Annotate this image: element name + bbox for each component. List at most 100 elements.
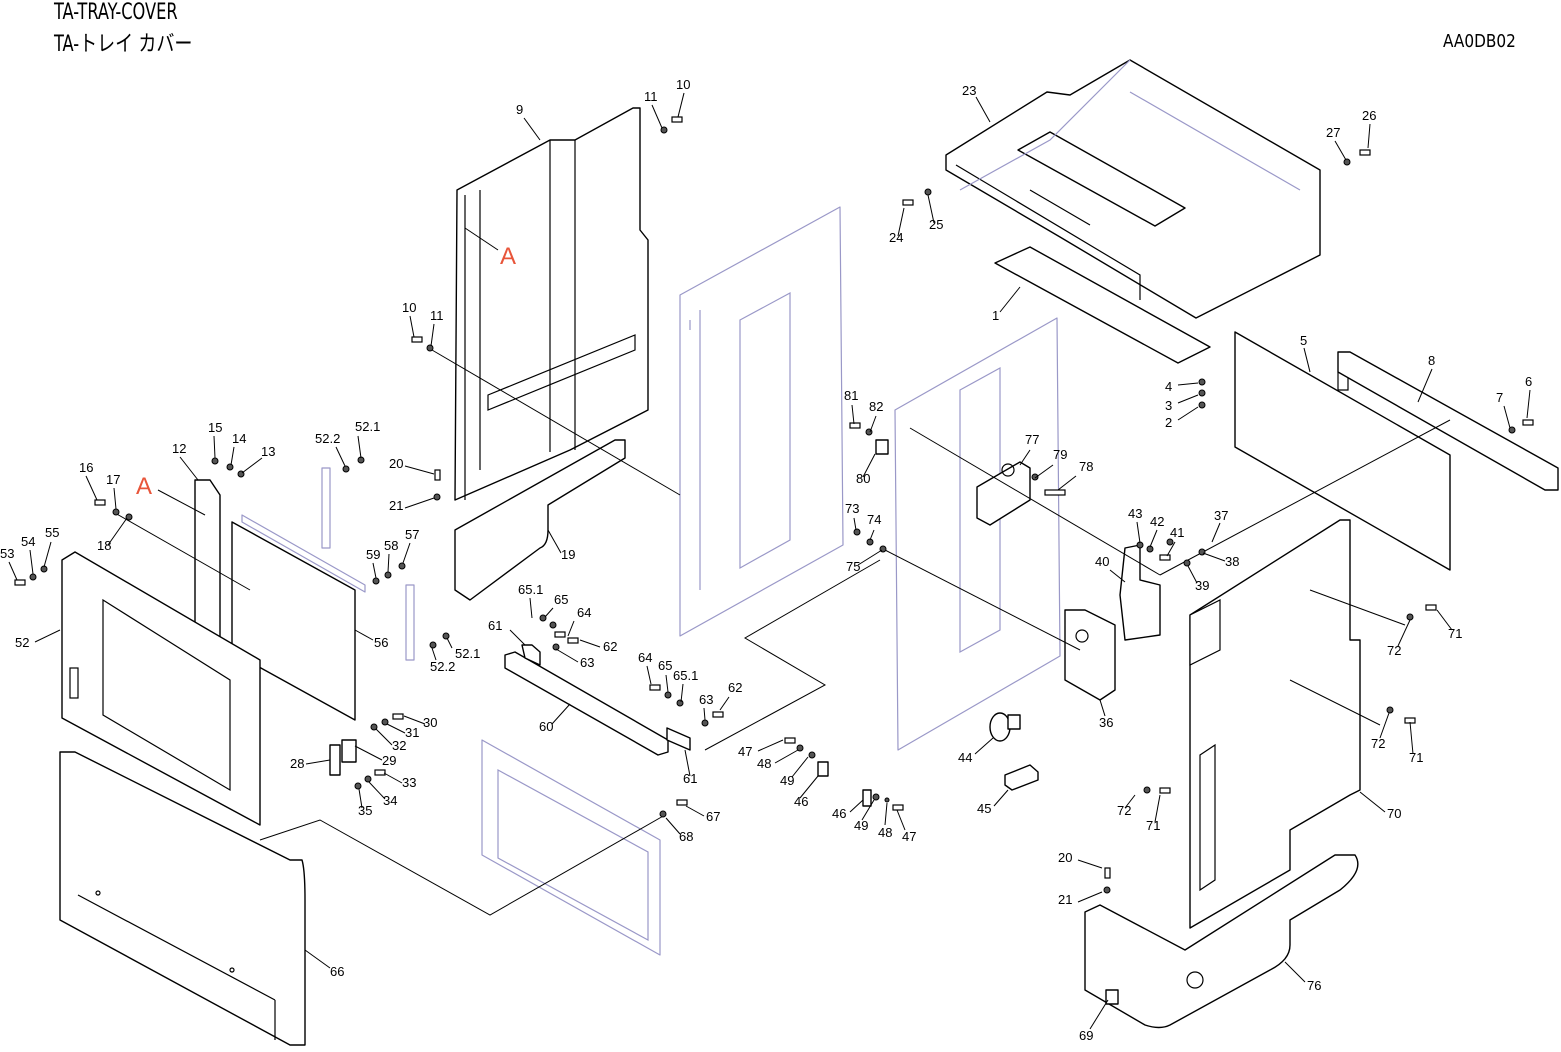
callout-label: 7 xyxy=(1496,390,1503,405)
callout-label: 48 xyxy=(757,756,771,771)
callout-34: 34 xyxy=(368,781,397,808)
callout-label: 18 xyxy=(97,538,111,553)
callout-leader-line xyxy=(213,435,216,459)
callout-label: 61 xyxy=(683,771,697,786)
part-45-switch xyxy=(1004,764,1039,791)
callout-75: 75 xyxy=(846,549,883,574)
part-61-bracket-left xyxy=(521,644,541,666)
callout-leader-line xyxy=(544,607,554,618)
callout-leader-line xyxy=(354,745,383,761)
callout-label: 8 xyxy=(1428,353,1435,368)
callout-leader-line xyxy=(974,737,994,755)
callout-label: 4 xyxy=(1165,379,1172,394)
callout-59: 59 xyxy=(366,547,380,579)
callout-leader-line xyxy=(43,541,52,568)
callout-leader-line xyxy=(869,415,877,433)
callout-label: 30 xyxy=(423,715,437,730)
callout-48: 48 xyxy=(878,802,892,840)
callout-label: 61 xyxy=(488,618,502,633)
callout-11: 11 xyxy=(644,89,663,129)
callout-30: 30 xyxy=(403,715,437,730)
callout-55: 55 xyxy=(43,525,59,568)
callout-label: 77 xyxy=(1025,432,1039,447)
part-76-bottom-base-cover xyxy=(1084,854,1359,1029)
callout-21: 21 xyxy=(1058,891,1103,907)
callout-leader-line xyxy=(241,457,263,474)
callout-label: 73 xyxy=(845,501,859,516)
callout-label: 52.2 xyxy=(315,431,340,446)
callout-label: 82 xyxy=(869,399,883,414)
callout-35: 35 xyxy=(358,788,372,818)
callout-leader-line xyxy=(1503,405,1511,429)
callout-label: 65 xyxy=(554,592,568,607)
callout-label: 20 xyxy=(389,456,403,471)
callout-leader-line xyxy=(685,805,705,817)
callout-label: 11 xyxy=(430,308,444,323)
callout-leader-line xyxy=(1057,475,1077,491)
callout-65-1: 65.1 xyxy=(518,582,543,619)
callout-71: 71 xyxy=(1436,609,1462,641)
callout-label: 54 xyxy=(21,534,35,549)
callout-leader-line xyxy=(884,802,888,826)
callout-24: 24 xyxy=(889,207,905,245)
callout-leader-line xyxy=(8,561,18,581)
callout-label: 52.1 xyxy=(455,646,480,661)
callout-leader-line xyxy=(853,517,857,531)
callout-10: 10 xyxy=(402,300,416,338)
callout-label: 59 xyxy=(366,547,380,562)
callout-label: 1 xyxy=(992,308,999,323)
callout-label: 45 xyxy=(977,801,991,816)
callout-label: 52.1 xyxy=(355,419,380,434)
callout-leader-line xyxy=(1436,609,1453,631)
callout-leader-line xyxy=(529,597,533,619)
callout-6: 6 xyxy=(1525,374,1532,419)
callout-52-2: 52.2 xyxy=(315,431,346,467)
callout-leader-line xyxy=(404,497,435,509)
callout-leader-line xyxy=(975,96,991,123)
callout-52-2: 52.2 xyxy=(430,647,455,674)
callout-label: 13 xyxy=(261,444,275,459)
callout-label: 72 xyxy=(1387,643,1401,658)
callout-54: 54 xyxy=(21,534,35,575)
callout-48: 48 xyxy=(757,749,799,771)
callout-leader-line xyxy=(1417,368,1433,403)
callout-leader-line xyxy=(372,562,377,579)
callout-leader-line xyxy=(357,435,362,459)
callout-25: 25 xyxy=(927,194,943,232)
callout-82: 82 xyxy=(869,399,883,433)
callout-leader-line xyxy=(113,487,117,510)
callout-leader-line xyxy=(646,665,652,685)
hidden-rear-panel-right xyxy=(894,317,1061,751)
callout-49: 49 xyxy=(854,799,875,833)
callout-leader-line xyxy=(1177,382,1199,386)
callout-label: 58 xyxy=(384,538,398,553)
callout-66: 66 xyxy=(304,949,344,979)
hidden-rear-panel-left xyxy=(679,206,844,637)
callout-label: 29 xyxy=(382,753,396,768)
callout-36: 36 xyxy=(1099,699,1113,730)
callout-58: 58 xyxy=(384,538,398,573)
callout-label: 24 xyxy=(889,230,903,245)
callout-leader-line xyxy=(107,517,128,546)
callout-leader-line xyxy=(1077,859,1103,869)
callout-label: 67 xyxy=(706,809,720,824)
part-60-stay-bar xyxy=(504,651,669,756)
callout-72: 72 xyxy=(1117,794,1136,818)
callout-15: 15 xyxy=(208,420,222,459)
callout-leader-line xyxy=(1202,552,1226,562)
callout-label: 63 xyxy=(699,692,713,707)
callout-61: 61 xyxy=(683,749,697,786)
callout-label: 52.2 xyxy=(430,659,455,674)
callout-label: 65.1 xyxy=(518,582,543,597)
callout-leader-line xyxy=(799,775,819,799)
callout-11: 11 xyxy=(430,308,444,347)
callout-label: 46 xyxy=(794,794,808,809)
hidden-hinge-brackets xyxy=(241,467,415,661)
callout-label: 38 xyxy=(1225,554,1239,569)
part-1-tray-plate xyxy=(994,246,1211,364)
callout-leader-line xyxy=(1526,389,1531,419)
callout-leader-line xyxy=(386,723,406,734)
callout-label: 11 xyxy=(644,89,658,104)
callout-65-1: 65.1 xyxy=(673,668,698,703)
